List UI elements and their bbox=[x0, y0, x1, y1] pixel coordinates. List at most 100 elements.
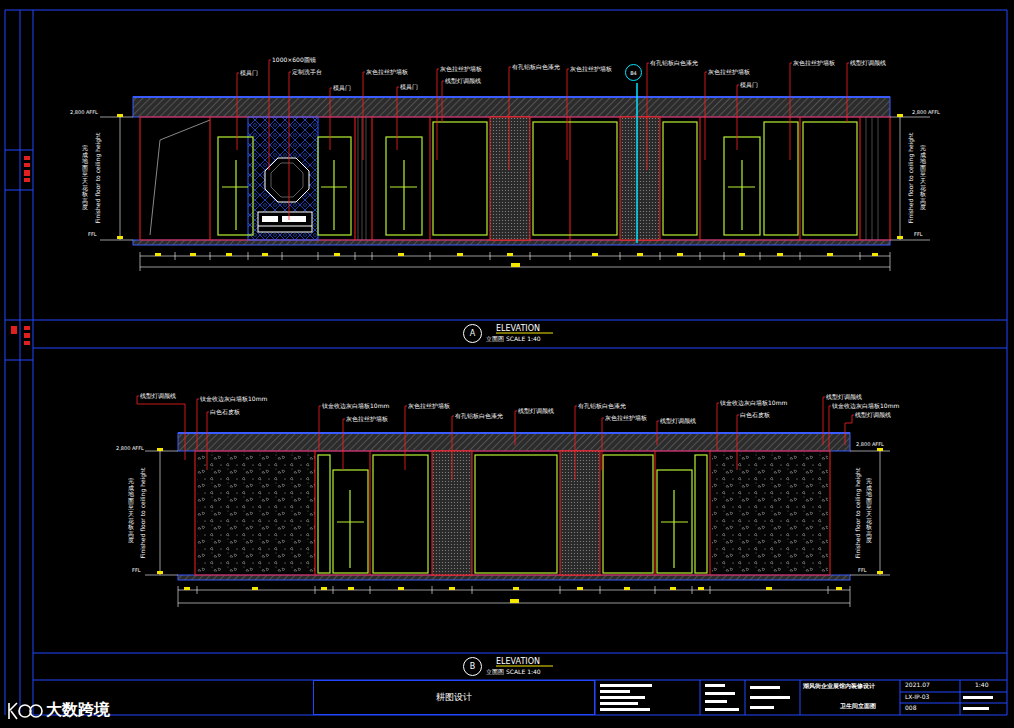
leader-line bbox=[509, 67, 511, 170]
leader-line bbox=[405, 406, 407, 470]
vertical-note: Finished floor to ceiling height bbox=[855, 468, 862, 559]
material-callout: 白色石皮板 bbox=[740, 412, 770, 419]
sheet-label: SCALE 1:40 bbox=[506, 669, 541, 676]
node-text: 耕图设计 bbox=[436, 691, 472, 704]
leader-line bbox=[137, 396, 185, 460]
leader-line bbox=[717, 403, 719, 450]
material-callout: 灰色拉丝护墙板 bbox=[570, 66, 612, 73]
material-callout: 钛金收边灰白墙板10mm bbox=[720, 400, 787, 407]
sheet-label: 2021.07 bbox=[905, 682, 930, 689]
sheet-label: 2,800 AFFL bbox=[116, 446, 144, 452]
node-text: B bbox=[470, 662, 476, 671]
material-callout: 模具门 bbox=[400, 84, 418, 91]
material-callout: 灰色拉丝护墙板 bbox=[346, 416, 388, 423]
vertical-note: Finished floor to ceiling height bbox=[95, 133, 102, 224]
vertical-note: Finished floor to ceiling height bbox=[908, 133, 915, 224]
node-text: B4 bbox=[630, 70, 637, 76]
sheet-label: 1:40 bbox=[975, 682, 988, 689]
leader-line bbox=[829, 406, 831, 450]
leader-line bbox=[363, 72, 365, 160]
sheet-label: 008 bbox=[905, 705, 916, 712]
material-callout: 线型灯调颜线 bbox=[445, 78, 481, 85]
material-callout: 模具门 bbox=[740, 82, 758, 89]
material-callout: 灰色拉丝护墙板 bbox=[605, 415, 647, 422]
leader-line bbox=[207, 412, 209, 470]
leader-line bbox=[602, 418, 604, 470]
vertical-note: 完成地面至天花板高度 bbox=[920, 145, 926, 211]
sheet-label: SCALE 1:40 bbox=[506, 336, 541, 343]
material-callout: 线型灯调颜线 bbox=[140, 393, 176, 400]
leader-line bbox=[847, 63, 849, 122]
leader-line bbox=[575, 406, 577, 480]
material-callout: 线型灯调颜线 bbox=[826, 394, 862, 401]
leader-line bbox=[269, 60, 271, 170]
material-callout: 有孔铝板白色漆光 bbox=[578, 403, 626, 410]
vertical-note: 完成地面至天花板高度 bbox=[82, 145, 88, 211]
material-callout: 模具门 bbox=[333, 85, 351, 92]
material-callout: 灰色拉丝护墙板 bbox=[793, 60, 835, 67]
material-callout: 灰色拉丝护墙板 bbox=[440, 66, 482, 73]
leader-line bbox=[515, 411, 517, 445]
leader-line bbox=[657, 421, 659, 445]
sheet-label: FFL bbox=[914, 232, 923, 238]
sheet-label: 湖风街企业展馆内装修设计 bbox=[803, 683, 875, 690]
leader-line bbox=[737, 85, 739, 150]
leader-line bbox=[289, 72, 291, 220]
leader-line bbox=[567, 69, 569, 160]
sheet-label: FFL bbox=[858, 568, 867, 574]
sheet-label: 卫生间立面图 bbox=[840, 703, 876, 710]
leader-line bbox=[197, 399, 199, 450]
sheet-label: FFL bbox=[88, 232, 97, 238]
node-text: A bbox=[470, 329, 475, 338]
material-callout: 定制洗手台 bbox=[292, 69, 322, 76]
title-cell: 耕图设计 bbox=[313, 680, 595, 715]
leader-line bbox=[437, 69, 439, 160]
material-callout: 线型灯调颜线 bbox=[855, 412, 891, 419]
view-marker: A bbox=[463, 324, 482, 343]
sheet-label: 2,800 AFFL bbox=[856, 442, 884, 448]
section-marker: B4 bbox=[625, 64, 642, 81]
material-callout: 灰色拉丝护墙板 bbox=[366, 69, 408, 76]
material-callout: 1000×600圆镜 bbox=[272, 57, 316, 64]
sheet-label: ELEVATION bbox=[496, 657, 540, 666]
material-callout: 有孔铝板白色漆光 bbox=[512, 64, 560, 71]
leader-line bbox=[737, 415, 739, 470]
material-callout: 钛金收边灰白墙板10mm bbox=[832, 403, 899, 410]
leader-line bbox=[790, 63, 792, 160]
material-callout: 线型灯调颜线 bbox=[660, 418, 696, 425]
material-callout: 线型灯调颜线 bbox=[850, 60, 886, 67]
leader-line bbox=[452, 416, 454, 480]
material-callout: 灰色拉丝护墙板 bbox=[408, 403, 450, 410]
sheet-label: LX-IP-03 bbox=[905, 694, 929, 701]
material-callout: 有孔铝板白色漆光 bbox=[455, 413, 503, 420]
material-callout: 有孔铝板白色漆光 bbox=[650, 60, 698, 67]
view-marker: B bbox=[463, 657, 482, 676]
vertical-note: 完成地面至天花板高度 bbox=[128, 478, 134, 544]
leader-line bbox=[442, 81, 444, 122]
leader-line bbox=[237, 73, 239, 150]
material-callout: 钛金收边灰白墙板10mm bbox=[322, 403, 389, 410]
vertical-note: 完成地面至天花板高度 bbox=[866, 478, 872, 544]
material-callout: 模具门 bbox=[240, 70, 258, 77]
leader-line bbox=[823, 397, 825, 445]
material-callout: 钛金收边灰白墙板10mm bbox=[200, 396, 267, 403]
leader-line bbox=[845, 415, 854, 445]
leader-line bbox=[330, 88, 332, 150]
sheet-label: 2,800 AFFL bbox=[912, 110, 940, 116]
sheet-label: 大数跨境 bbox=[46, 701, 110, 719]
leader-line bbox=[705, 72, 707, 160]
leader-line bbox=[647, 63, 649, 170]
sheet-label: ELEVATION bbox=[496, 324, 540, 333]
sheet-label: 2,800 AFFL bbox=[70, 110, 98, 116]
sheet-label: 立面图 bbox=[486, 336, 504, 343]
material-callout: 白色石皮板 bbox=[210, 409, 240, 416]
leader-line bbox=[343, 419, 345, 470]
material-callout: 线型灯调颜线 bbox=[518, 408, 554, 415]
leader-line bbox=[319, 406, 321, 450]
leader-line bbox=[397, 87, 399, 150]
material-callout: 灰色拉丝护墙板 bbox=[708, 69, 750, 76]
sheet-label: FFL bbox=[132, 568, 141, 574]
